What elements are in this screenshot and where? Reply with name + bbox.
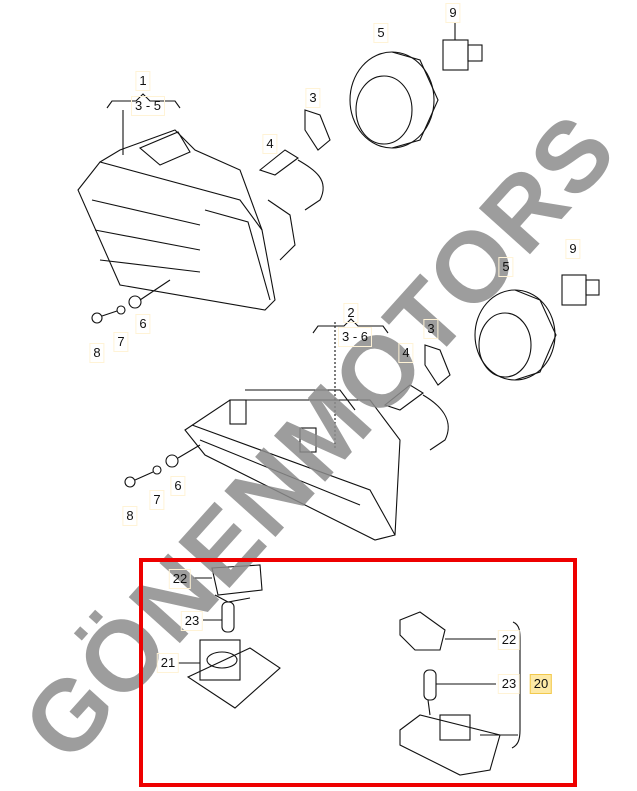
label-range-2[interactable]: 3 - 6 xyxy=(337,327,373,347)
label-group-1[interactable]: 1 xyxy=(135,71,151,91)
bulb-23-right xyxy=(423,669,496,716)
bulb-4 xyxy=(258,149,324,211)
label-part-22[interactable]: 22 xyxy=(497,630,521,650)
screw-set-top xyxy=(91,279,171,324)
bulb-4b xyxy=(383,384,449,451)
label-part-9[interactable]: 9 xyxy=(565,239,581,259)
label-part-4[interactable]: 4 xyxy=(262,134,278,154)
label-part-23[interactable]: 23 xyxy=(497,674,521,694)
label-part-7[interactable]: 7 xyxy=(149,490,165,510)
clip-3 xyxy=(304,109,331,151)
label-part-9[interactable]: 9 xyxy=(445,3,461,23)
label-part-6[interactable]: 6 xyxy=(135,314,151,334)
socket-22-right xyxy=(399,611,496,651)
label-part-23[interactable]: 23 xyxy=(180,611,204,631)
fog-lamp-housing-2 xyxy=(184,389,401,541)
lamp-base-21 xyxy=(178,639,281,709)
bulb-holder-5b xyxy=(474,289,557,381)
fog-lamp-housing-1 xyxy=(77,129,296,311)
label-part-3[interactable]: 3 xyxy=(305,88,321,108)
bulb-holder-5 xyxy=(349,51,439,149)
clip-3b xyxy=(424,344,451,386)
highlight-frame xyxy=(139,558,577,787)
connector-9b xyxy=(561,274,600,306)
label-part-21[interactable]: 21 xyxy=(156,653,180,673)
screw-set-middle xyxy=(124,444,201,488)
label-range-1[interactable]: 3 - 5 xyxy=(130,96,166,116)
label-part-6[interactable]: 6 xyxy=(170,476,186,496)
label-part-22[interactable]: 22 xyxy=(168,569,192,589)
label-part-7[interactable]: 7 xyxy=(113,332,129,352)
bulb-23-left xyxy=(203,601,235,633)
label-group-20[interactable]: 20 xyxy=(529,674,553,694)
label-part-8[interactable]: 8 xyxy=(89,343,105,363)
connector-9 xyxy=(442,22,483,71)
label-part-5[interactable]: 5 xyxy=(498,257,514,277)
label-part-8[interactable]: 8 xyxy=(122,506,138,526)
label-part-4[interactable]: 4 xyxy=(398,343,414,363)
bracket-1 xyxy=(106,93,181,109)
lamp-base-20 xyxy=(399,714,518,776)
bracket-2 xyxy=(312,318,389,334)
label-part-3[interactable]: 3 xyxy=(423,319,439,339)
label-part-5[interactable]: 5 xyxy=(373,23,389,43)
label-group-2[interactable]: 2 xyxy=(343,303,359,323)
